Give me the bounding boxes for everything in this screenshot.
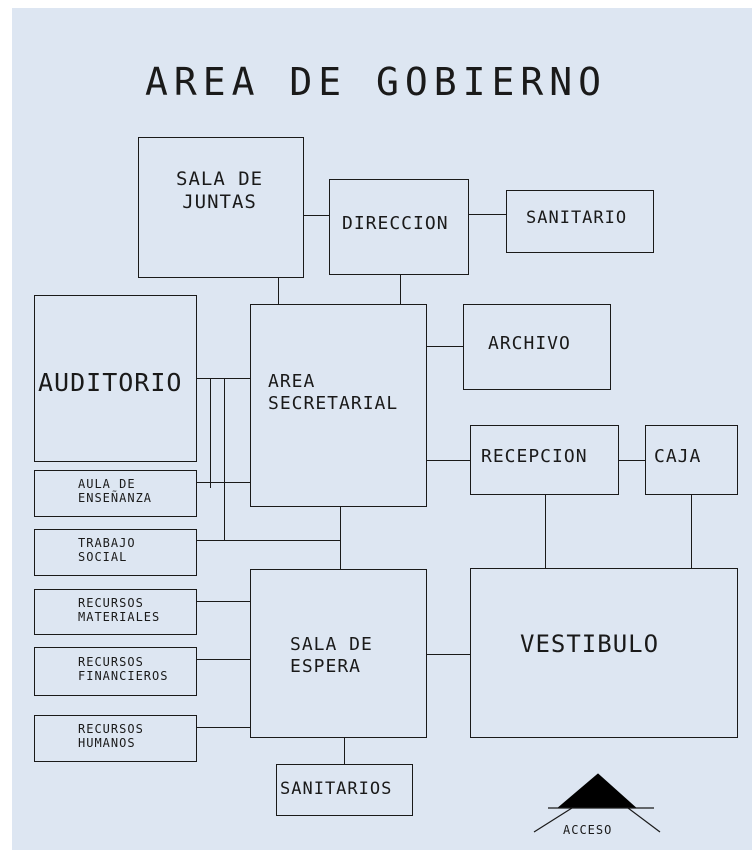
access-label: ACCESO [563,823,613,837]
connector [197,482,250,484]
connector [344,738,346,764]
room-recursos-materiales [34,589,197,635]
room-sanitario [506,190,654,253]
room-recepcion [470,425,619,495]
room-recursos-materiales-label: RECURSOS MATERIALES [78,596,161,625]
diagram-canvas [12,8,752,850]
room-archivo-label: ARCHIVO [488,333,571,354]
connector [197,601,250,603]
connector [224,378,226,540]
connector [197,378,250,380]
connector [197,659,250,661]
room-trabajo-social-label: TRABAJO SOCIAL [78,536,136,565]
room-caja-label: CAJA [654,446,702,467]
connector [427,654,470,656]
room-auditorio [34,295,197,462]
room-sala-espera [250,569,427,738]
connector [210,378,212,488]
connector [400,275,402,304]
connector [427,346,463,348]
connector [197,540,340,542]
connector [469,214,506,216]
room-area-secretarial [250,304,427,507]
room-recursos-financieros [34,647,197,696]
room-caja [645,425,738,495]
room-trabajo-social [34,529,197,576]
room-direccion-label: DIRECCION [342,213,449,234]
connector [304,215,329,217]
connector [278,278,280,304]
room-recepcion-label: RECEPCION [481,446,588,467]
connector [691,495,693,568]
room-recursos-humanos [34,715,197,762]
room-aula-ensenanza [34,470,197,517]
connector [427,460,470,462]
room-sanitarios [276,764,413,816]
room-area-secretarial-label: AREA SECRETARIAL [268,371,399,414]
room-sala-juntas-label: SALA DE JUNTAS [176,168,264,213]
room-archivo [463,304,611,390]
room-auditorio-label: AUDITORIO [38,368,183,397]
connector [197,727,250,729]
room-recursos-financieros-label: RECURSOS FINANCIEROS [78,655,169,684]
room-sala-juntas [138,137,304,278]
room-recursos-humanos-label: RECURSOS HUMANOS [78,722,144,751]
access-symbol-icon [533,773,661,833]
room-vestibulo-label: VESTIBULO [520,630,660,658]
room-aula-ensenanza-label: AULA DE ENSEÑANZA [78,477,153,506]
connector [340,507,342,569]
room-sanitario-label: SANITARIO [526,208,628,228]
room-direccion [329,179,469,275]
room-sala-espera-label: SALA DE ESPERA [290,634,373,677]
diagram-title: AREA DE GOBIERNO [144,60,608,104]
room-vestibulo [470,568,738,738]
connector [619,460,645,462]
room-sanitarios-label: SANITARIOS [280,779,393,799]
connector [545,495,547,568]
